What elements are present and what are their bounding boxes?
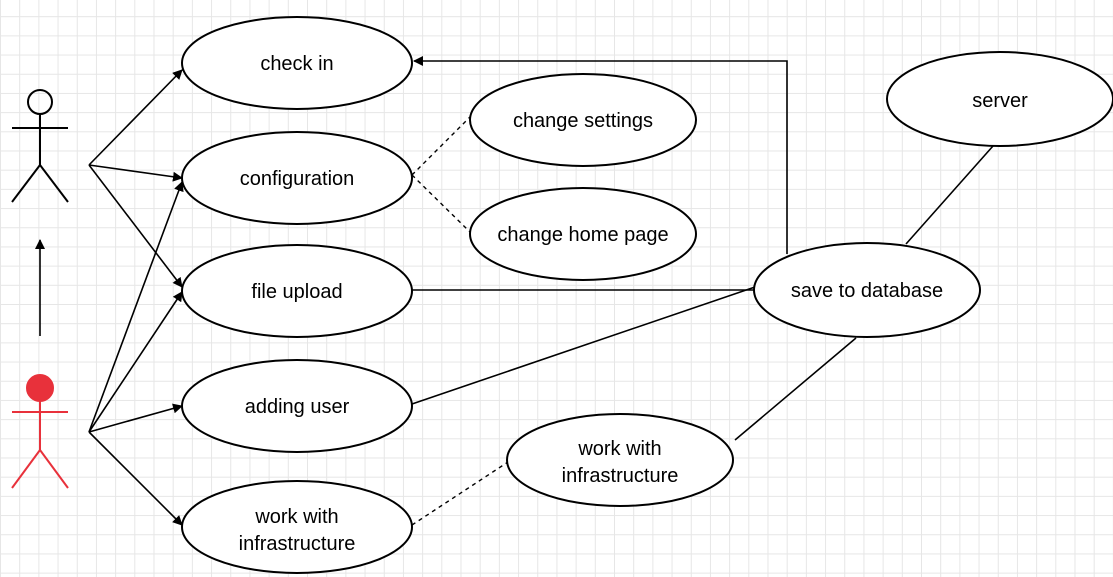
actor-user-right-leg xyxy=(39,164,69,203)
use-case-adding-user-label: adding user xyxy=(245,396,350,418)
use-case-change-settings[interactable]: change settings xyxy=(469,73,697,167)
use-case-work-with-infrastructure-middle[interactable]: work with infrastructure xyxy=(506,413,734,507)
use-case-change-home-page-label: change home page xyxy=(497,224,668,246)
use-case-change-home-page[interactable]: change home page xyxy=(469,187,697,281)
edge-database-check-in xyxy=(413,56,788,254)
use-case-adding-user[interactable]: adding user xyxy=(181,359,413,453)
use-case-file-upload[interactable]: file upload xyxy=(181,244,413,338)
edge-config-change-settings xyxy=(411,116,471,176)
edge-work-infra-link xyxy=(411,461,509,526)
edge-admin-adding-user xyxy=(88,403,183,433)
use-case-check-in-label: check in xyxy=(260,53,333,75)
actor-admin-head xyxy=(26,374,54,402)
use-case-work-infra-left-line2: infrastructure xyxy=(239,533,356,555)
actor-admin[interactable] xyxy=(11,374,69,489)
use-case-save-to-database[interactable]: save to database xyxy=(753,242,981,338)
edge-config-change-home-page xyxy=(411,174,471,233)
use-case-file-upload-label: file upload xyxy=(251,281,342,303)
use-case-work-infra-left-line1: work with xyxy=(254,506,338,528)
edge-user-check-in xyxy=(88,69,183,166)
use-case-configuration[interactable]: configuration xyxy=(181,131,413,225)
edge-user-file-upload xyxy=(88,164,183,288)
edge-user-configuration xyxy=(88,164,183,182)
actor-admin-left-leg xyxy=(11,449,41,489)
edge-admin-work-infra xyxy=(88,431,183,526)
actor-user-left-leg xyxy=(11,164,41,203)
actor-user-head xyxy=(27,89,53,115)
edge-admin-configuration xyxy=(88,181,184,433)
use-case-work-infra-mid-line1: work with xyxy=(577,438,661,460)
use-case-save-to-database-label: save to database xyxy=(791,280,943,302)
use-case-work-with-infrastructure-left[interactable]: work with infrastructure xyxy=(181,480,413,574)
use-case-server[interactable]: server xyxy=(886,51,1113,147)
actor-user[interactable] xyxy=(11,89,69,203)
edge-admin-file-upload xyxy=(88,291,183,433)
use-case-configuration-label: configuration xyxy=(240,168,355,190)
use-case-change-settings-label: change settings xyxy=(513,110,653,132)
use-case-server-label: server xyxy=(972,90,1028,112)
edge-adding-user-database xyxy=(411,286,756,405)
edge-work-infra-database xyxy=(734,337,857,441)
use-case-check-in[interactable]: check in xyxy=(181,16,413,110)
edge-database-server xyxy=(905,145,994,245)
use-case-work-infra-mid-line2: infrastructure xyxy=(562,465,679,487)
actor-admin-right-leg xyxy=(39,449,69,489)
